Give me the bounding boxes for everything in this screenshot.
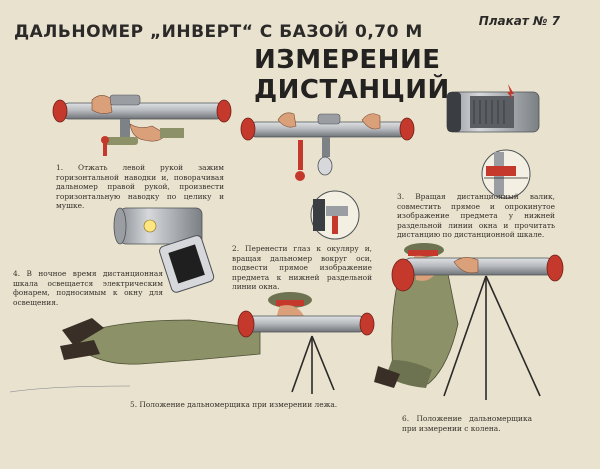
poster-title-rangefinder: ДАЛЬНОМЕР „ИНВЕРТ“ С БАЗОЙ 0,70 М [14,22,423,42]
figure-5-prone-soldier [9,292,375,394]
caption-1: 1. Отжать левой рукой зажим горизонтальн… [56,163,224,211]
caption-5: 5. Положение дальномерщика при измерении… [130,400,338,409]
figure-1-rangefinder-hands [52,94,232,156]
poster-main-title: ИЗМЕРЕНИЕ ДИСТАНЦИЙ [254,45,450,105]
caption-4: 4. В ночное время дистанционная шкала ос… [13,269,163,307]
figure-2-rangefinder-top [240,112,415,181]
caption-3: 3. Вращая дистанционный валик, совместит… [397,192,555,240]
poster-number: Плакат № 7 [478,14,560,28]
figure-6-kneeling-soldier [374,243,564,400]
figure-2-scale-inset [310,190,360,240]
caption-2: 2. Перенести глаз к окуляру и, вращая да… [232,244,372,292]
figure-4-night-lamp [113,207,215,293]
caption-6: 6. Положение дальномерщика при измерении… [402,414,532,433]
figure-3-scale-cylinder [446,84,540,199]
